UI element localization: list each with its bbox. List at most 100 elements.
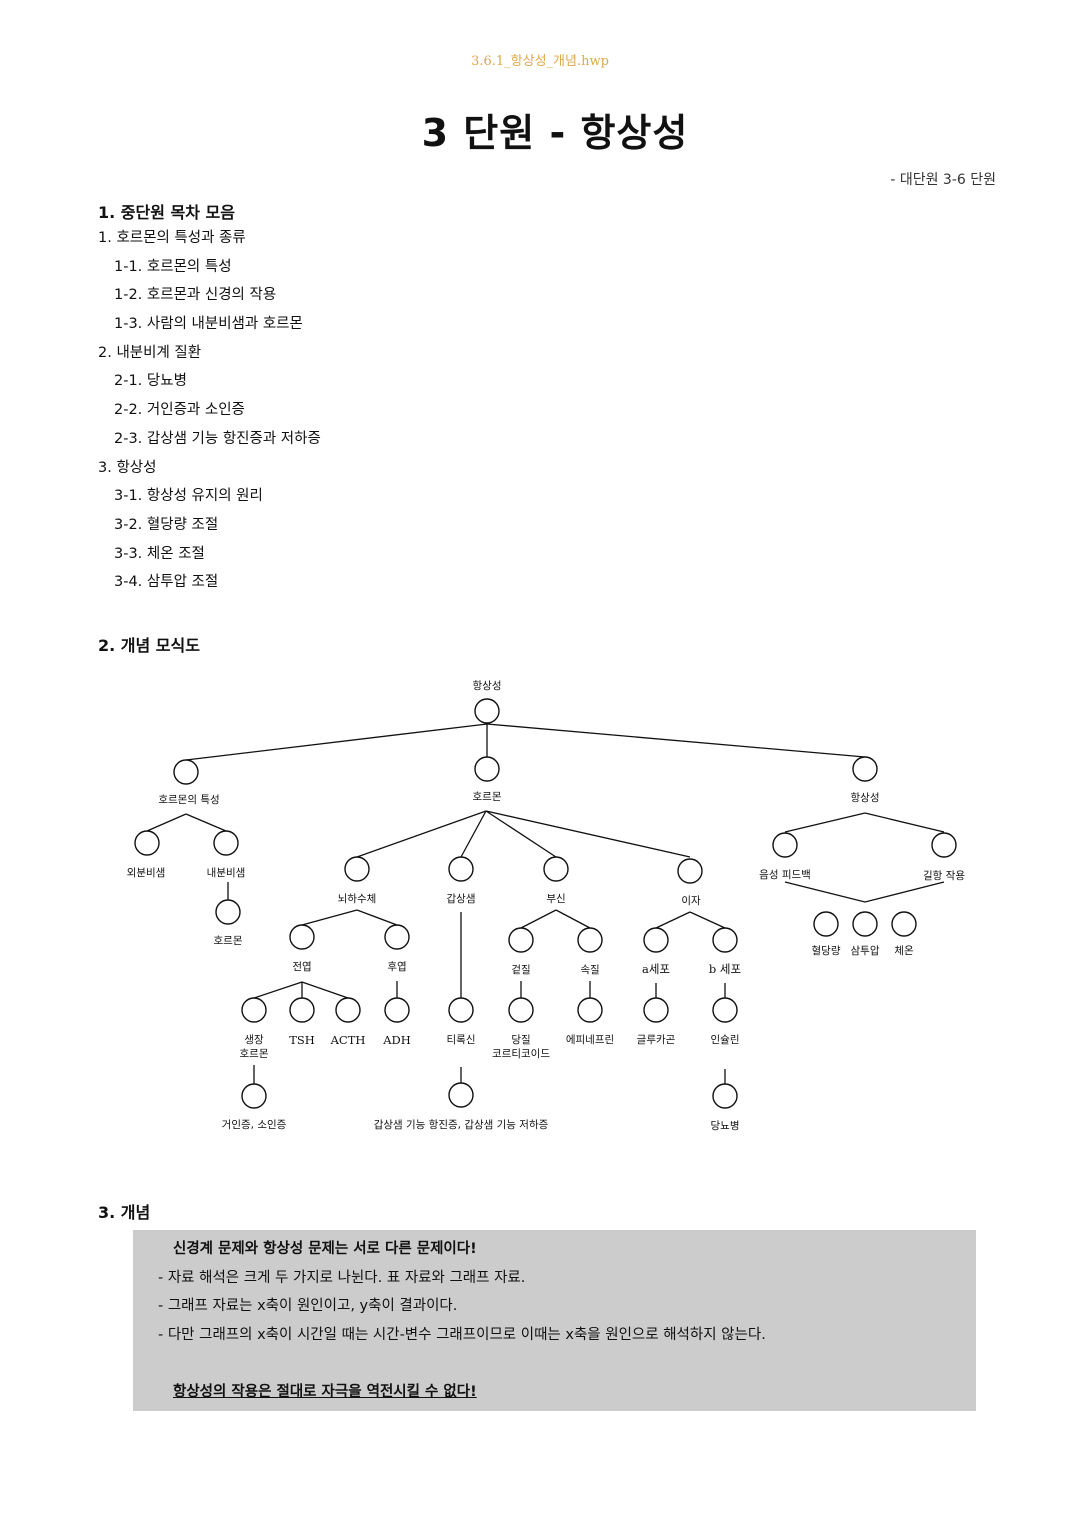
label-alpha-cell: a세포 [642,962,670,976]
label-epinephrine: 에피네프린 [566,1034,614,1046]
concept-diagram: 항상성 호르몬의 특성 호르몬 항상성 외분비샘 내분비샘 호르몬 뇌하수체 갑… [127,680,966,1132]
label-body-temp: 체온 [894,945,914,957]
node-acth [335,997,361,1023]
node-epinephrine [577,997,603,1023]
diagram-nodes [134,698,957,1109]
node-endocrine-hormone [215,899,241,925]
node-exocrine [134,830,160,856]
node-adh [384,997,410,1023]
label-pancreas: 이자 [681,895,701,907]
node-gigantism [241,1083,267,1109]
table-of-contents: 1. 호르몬의 특성과 종류 1-1. 호르몬의 특성 1-2. 호르몬과 신경의 … [98,230,321,603]
label-thyroid-disease: 갑상샘 기능 항진증, 갑상샘 기능 저하증 [374,1118,549,1131]
label-gigantism: 거인증, 소인증 [222,1119,287,1131]
node-homeostasis [852,756,878,782]
label-homeostasis: 항상성 [851,792,880,804]
label-growth-hormone-2: 호르몬 [240,1048,269,1060]
label-pituitary: 뇌하수체 [338,892,377,905]
label-antagonism: 길항 작용 [923,869,965,882]
label-endocrine: 내분비샘 [207,867,246,879]
concept-heading: 3. 개념 [98,1203,151,1222]
node-root [474,698,500,724]
label-beta-cell: b 세포 [709,962,741,976]
node-pancreas [677,858,703,884]
toc-item: 2. 내분비계 질환 [98,344,202,361]
concept-bullet-3: - 다만 그래프의 x축이 시간일 때는 시간-변수 그래프이므로 이때는 x축… [158,1327,766,1344]
node-beta-cell [712,927,738,953]
node-tsh [289,997,315,1023]
page-title: 3 단원 - 항상성 [421,111,689,155]
label-thyroxine: 티록신 [447,1034,476,1046]
node-cortex [508,927,534,953]
node-glucocorticoid [508,997,534,1023]
node-pituitary [344,856,370,882]
node-hormone-traits [173,759,199,785]
label-thyroid: 갑상샘 [447,893,476,905]
node-negative-feedback [772,832,798,858]
concept-box: 신경계 문제와 항상성 문제는 서로 다른 문제이다! - 자료 해석은 크게 … [133,1230,976,1411]
toc-item: 3-3. 체온 조절 [114,545,205,562]
toc-item: 1-2. 호르몬과 신경의 작용 [114,287,277,304]
label-insulin: 인슐린 [711,1034,740,1046]
label-glucocorticoid-1: 당질 [511,1034,530,1046]
concept-emphasis: 신경계 문제와 항상성 문제는 서로 다른 문제이다! [173,1241,477,1257]
label-exocrine: 외분비샘 [127,867,166,879]
label-adh: ADH [382,1033,411,1047]
page-subtitle: - 대단원 3-6 단원 [890,172,996,188]
node-medulla [577,927,603,953]
spacer [133,1355,976,1384]
concept-bullet-2: - 그래프 자료는 x축이 원인이고, y축이 결과이다. [158,1298,458,1315]
label-acth: ACTH [330,1033,366,1047]
label-medulla: 속질 [580,964,599,976]
node-endocrine [213,830,239,856]
diagram-labels: 항상성 호르몬의 특성 호르몬 항상성 외분비샘 내분비샘 호르몬 뇌하수체 갑… [127,680,966,1132]
label-adrenal: 부신 [546,893,565,905]
toc-heading: 1. 중단원 목차 모음 [98,203,235,222]
node-insulin [712,997,738,1023]
toc-item: 3-4. 삼투압 조절 [114,574,219,591]
node-thyroxine [448,997,474,1023]
diagram-heading: 2. 개념 모식도 [98,636,200,655]
concept-bullet-1: - 자료 해석은 크게 두 가지로 나뉜다. 표 자료와 그래프 자료. [158,1269,526,1286]
node-anterior [289,924,315,950]
node-hormone [474,756,500,782]
toc-item: 3-2. 혈당량 조절 [114,516,219,533]
label-tsh: TSH [289,1033,315,1047]
label-root: 항상성 [473,680,502,692]
label-cortex: 겉질 [511,964,530,976]
toc-item: 1-1. 호르몬의 특성 [114,258,232,275]
diagram-connectors [146,723,945,1084]
file-header: 3.6.1_항상성_개념.hwp [471,54,609,69]
node-alpha-cell [643,927,669,953]
node-adrenal [543,856,569,882]
toc-item: 3. 항상성 [98,459,157,476]
node-thyroid-disease [448,1082,474,1108]
label-glucocorticoid-2: 코르티코이드 [492,1048,550,1060]
toc-item: 1. 호르몬의 특성과 종류 [98,230,246,246]
toc-item: 3-1. 항상성 유지의 원리 [114,488,263,505]
node-osmotic-pressure [852,911,878,937]
concept-warning: 항상성의 작용은 절대로 자극을 역전시킬 수 없다! [173,1384,477,1401]
label-endocrine-hormone: 호르몬 [214,935,243,947]
toc-item: 2-1. 당뇨병 [114,373,187,390]
toc-item: 2-2. 거인증과 소인증 [114,402,245,419]
label-hormone-traits: 호르몬의 특성 [158,794,219,806]
node-growth-hormone [241,997,267,1023]
node-antagonism [931,832,957,858]
label-growth-hormone-1: 생장 [244,1034,264,1046]
label-anterior: 전엽 [292,961,311,973]
toc-item: 2-3. 갑상샘 기능 항진증과 저하증 [114,430,321,447]
label-hormone: 호르몬 [473,791,502,803]
label-posterior: 후엽 [387,961,406,973]
node-thyroid [448,856,474,882]
label-glucagon: 글루카곤 [637,1034,676,1046]
node-diabetes [712,1083,738,1109]
node-posterior [384,924,410,950]
label-osmotic-pressure: 삼투압 [851,944,880,957]
label-negative-feedback: 음성 피드백 [759,869,811,881]
node-blood-sugar [813,911,839,937]
node-glucagon [643,997,669,1023]
label-blood-sugar: 혈당량 [812,944,841,957]
node-body-temp [891,911,917,937]
label-diabetes: 당뇨병 [711,1120,740,1132]
